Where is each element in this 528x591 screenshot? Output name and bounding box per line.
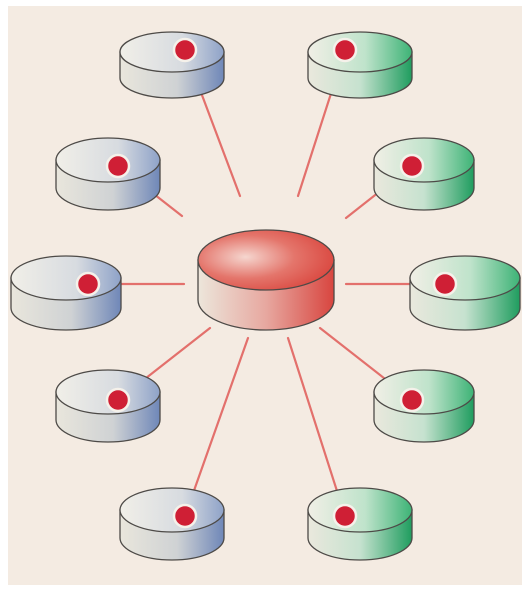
blue-node-5-top	[119, 487, 225, 533]
connection-dot	[432, 271, 458, 297]
central-hub	[197, 229, 335, 331]
blue-node-4-top	[55, 369, 161, 415]
green-node-5	[307, 487, 413, 561]
blue-node-1-top	[119, 31, 225, 73]
green-node-4	[373, 369, 475, 443]
blue-node-3-top	[10, 255, 122, 301]
green-node-1	[307, 31, 413, 99]
connection-dot	[332, 503, 358, 529]
green-node-5-top	[307, 487, 413, 533]
connection-dot	[399, 153, 425, 179]
blue-node-1	[119, 31, 225, 99]
green-node-2-top	[373, 137, 475, 183]
connection-dot	[75, 271, 101, 297]
link-line-10	[286, 336, 347, 518]
blue-node-2	[55, 137, 161, 211]
central-hub-top	[197, 229, 335, 291]
connection-dot	[399, 387, 425, 413]
green-node-1-top	[307, 31, 413, 73]
connection-dot	[172, 37, 198, 63]
blue-node-5	[119, 487, 225, 561]
blue-node-4	[55, 369, 161, 443]
connection-dot	[105, 387, 131, 413]
connection-dot	[172, 503, 198, 529]
connection-dot	[105, 153, 131, 179]
nodes-layer	[10, 31, 521, 561]
green-node-3	[409, 255, 521, 331]
green-node-2	[373, 137, 475, 211]
link-line-5	[183, 336, 250, 518]
blue-node-3	[10, 255, 122, 331]
connection-dot	[332, 37, 358, 63]
hub-layer	[197, 229, 335, 331]
green-node-4-top	[373, 369, 475, 415]
green-node-3-top	[409, 255, 521, 301]
